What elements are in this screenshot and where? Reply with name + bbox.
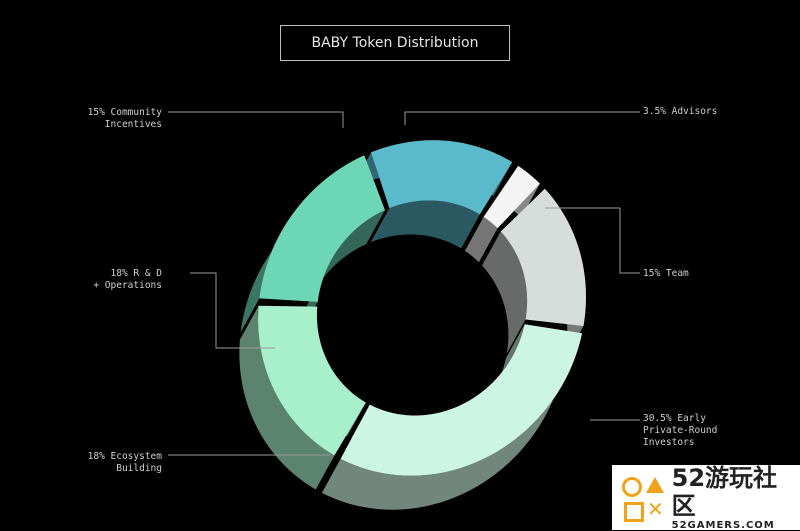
slice-inner-advisors [464,216,498,263]
slice-early-investors [340,324,583,476]
leader-line-team [545,207,640,274]
label-advisors: 3.5% Advisors [643,106,718,117]
leader-line-advisors [404,111,640,125]
slice-inner-community [370,200,480,249]
watermark-text: 52游玩社区 [671,464,778,520]
watermark: ✕ 52游玩社区 52GAMERS.COM [612,464,800,531]
label-team: 15% Team [643,268,689,279]
gamepad-logo-icon: ✕ [620,475,666,522]
slice-side-early-investors [321,333,583,510]
leader-line-r-and-d [190,272,275,349]
label-ecosystem-building: 18% Ecosystem Building [87,451,162,474]
leader-line-community [168,111,344,128]
slice-team [500,188,586,326]
slice-inner-team [482,231,528,354]
slice-ecosystem [258,305,366,456]
chart-title: BABY Token Distribution [280,25,510,61]
slice-advisors [483,165,540,229]
slice-side-ecosystem [239,305,335,490]
label-r-and-d-operations: 18% R & D + Operations [93,268,162,291]
label-community-incentives: 15% Community Incentives [87,107,162,130]
slice-r-and-d [259,155,385,302]
slice-community [371,140,513,215]
slice-inner-r-and-d [299,210,385,336]
watermark-subtext: 52GAMERS.COM [671,520,775,531]
label-early-private-round-investors: 30.5% Early Private-Round Investors [643,413,718,448]
